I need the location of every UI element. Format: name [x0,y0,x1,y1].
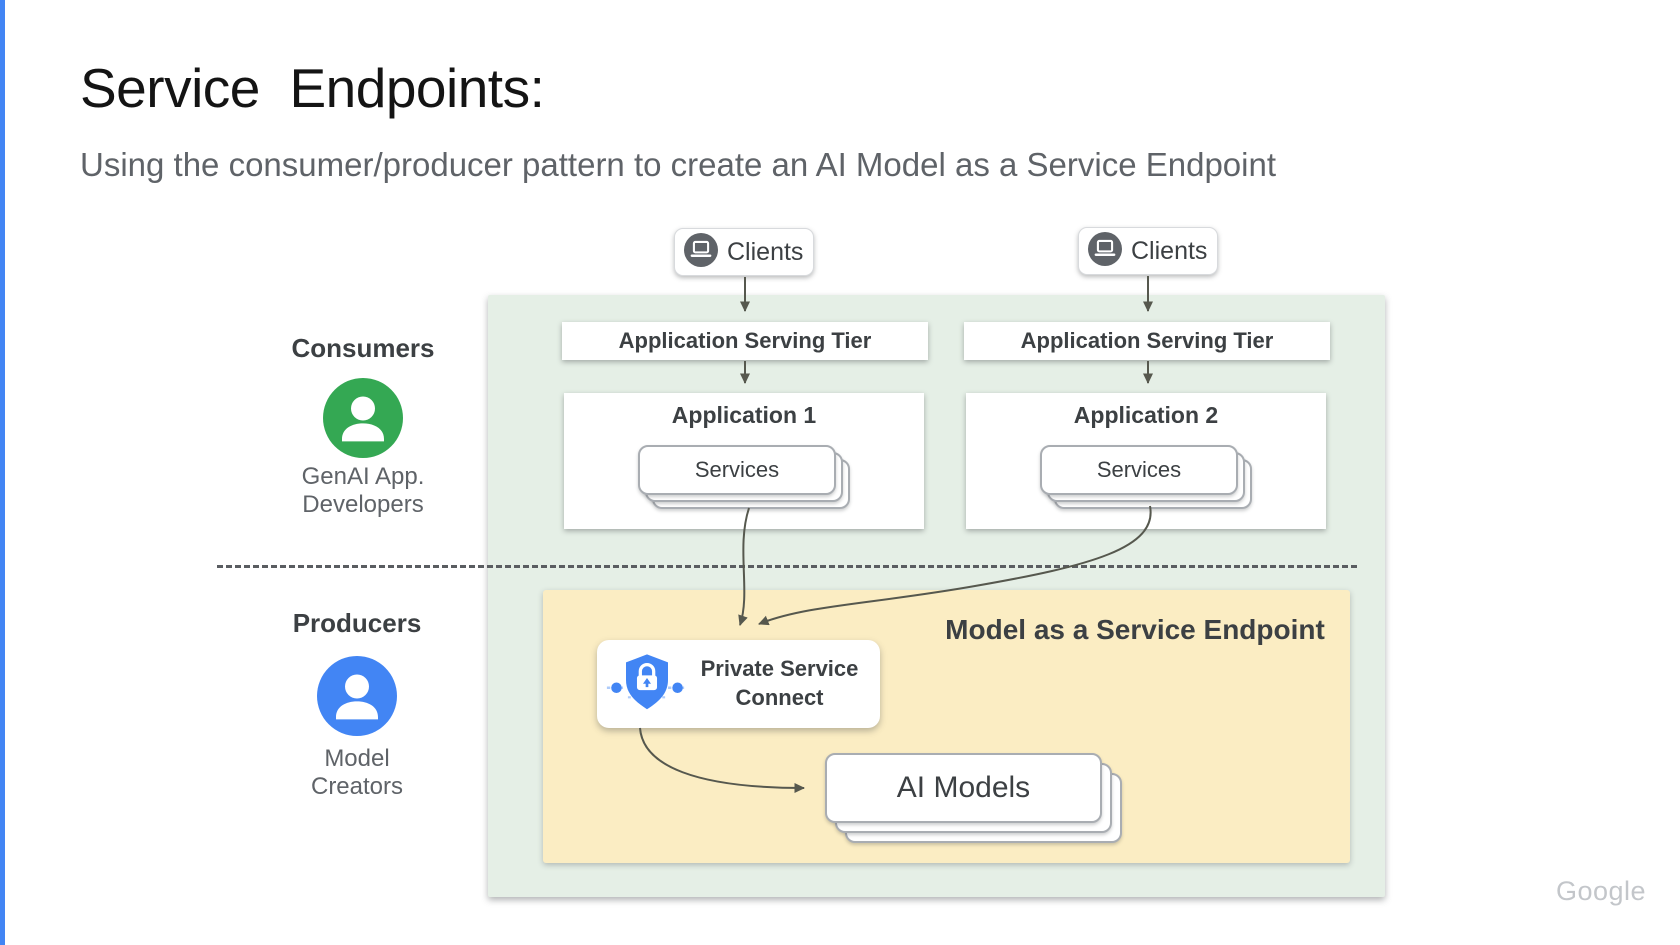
serving-tier-right: Application Serving Tier [964,322,1330,360]
consumer-producer-divider [217,565,1357,568]
consumer-person-icon [323,378,403,458]
google-logo: Google [1556,876,1647,906]
application-box-2: Application 2 Services [966,393,1326,529]
services-card: Services [1040,445,1238,495]
application-title: Application 1 [671,402,817,428]
clients-label: Clients [1131,236,1208,265]
consumers-heading: Consumers [291,333,435,363]
services-card: Services [638,445,836,495]
producers-heading: Producers [292,608,422,638]
slide-title: Service Endpoints: [80,57,545,119]
slide-subtitle: Using the consumer/producer pattern to c… [80,146,1277,183]
private-service-connect-pill: Private Service Connect [597,640,880,728]
clients-pill-right: Clients [1078,227,1218,275]
ai-models-stack: AI Models [825,753,1122,843]
ai-models-card: AI Models [825,753,1102,823]
shield-lock-icon [605,651,689,718]
services-stack: Services [1040,445,1252,509]
laptop-icon [1088,231,1122,271]
clients-label: Clients [727,237,804,266]
consumers-caption: GenAI App. Developers [301,463,425,519]
clients-pill-left: Clients [674,228,814,276]
endpoint-title: Model as a Service Endpoint [945,614,1325,645]
left-accent-bar [0,0,5,945]
producer-person-icon [317,656,397,736]
serving-tier-left: Application Serving Tier [562,322,928,360]
psc-label: Private Service Connect [700,656,859,710]
services-stack: Services [638,445,850,509]
producers-caption: Model Creators [310,745,404,801]
laptop-icon [684,232,718,272]
application-box-1: Application 1 Services [564,393,924,529]
application-title: Application 2 [1073,402,1219,428]
